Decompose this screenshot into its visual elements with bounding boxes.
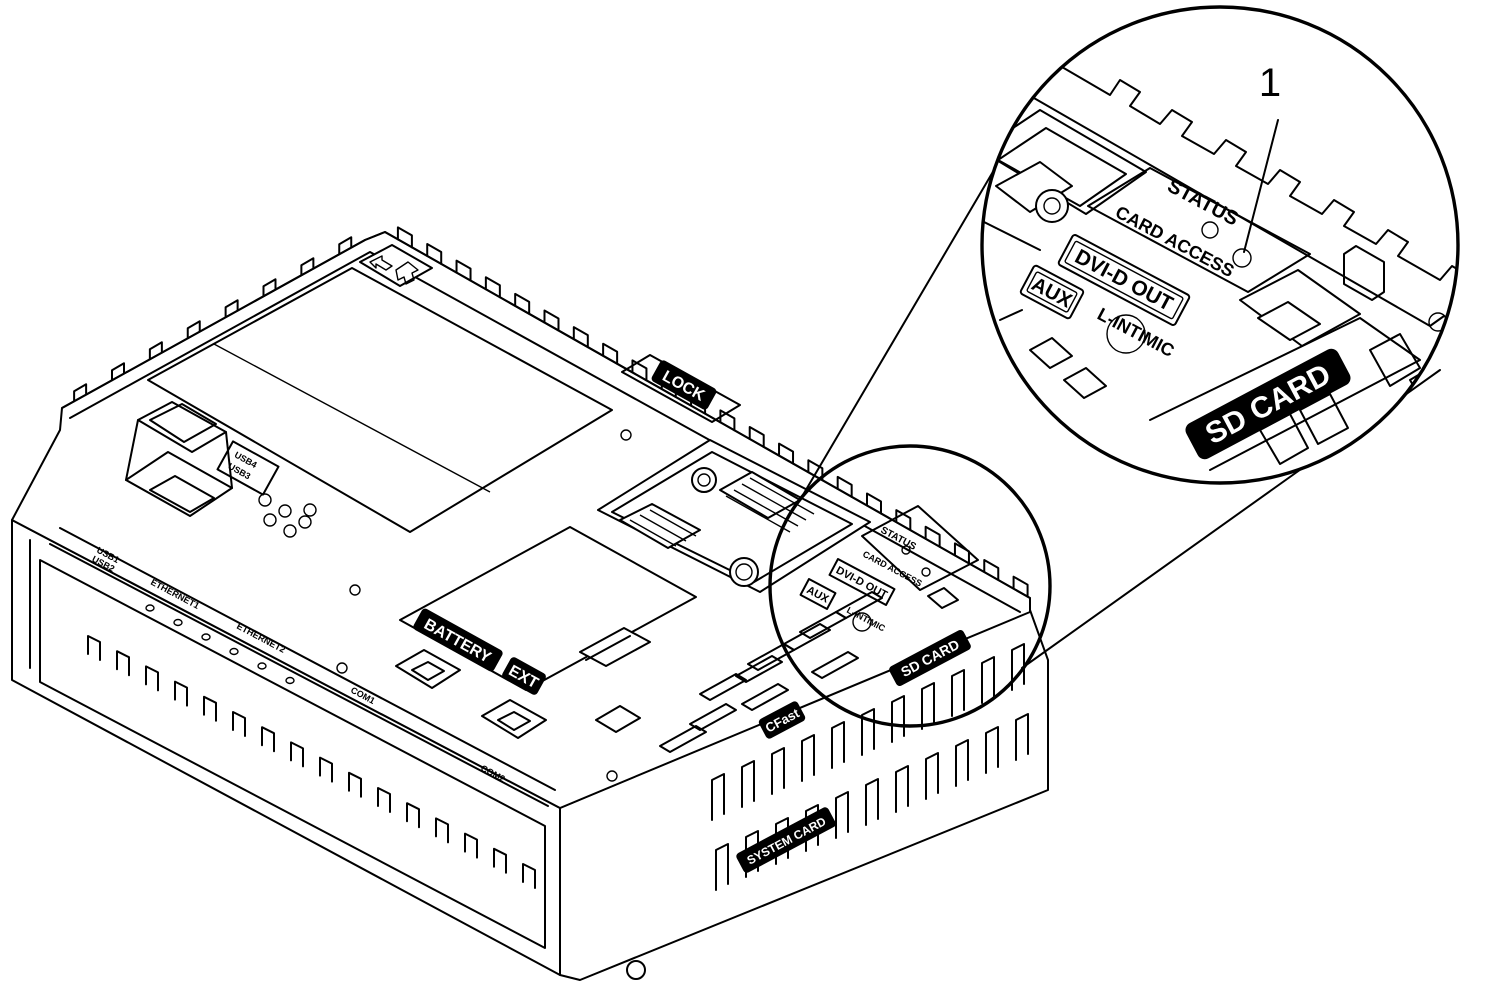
edge-tooth <box>1012 575 1029 598</box>
port-bump <box>257 662 267 670</box>
port-bump <box>173 618 183 627</box>
port-bump <box>201 633 211 641</box>
edge-tooth <box>807 459 824 482</box>
port-bump <box>145 604 155 612</box>
arrow-icon <box>359 244 433 287</box>
vent-slot <box>735 655 783 683</box>
port-slot <box>203 695 217 722</box>
side-ribs <box>711 643 1029 891</box>
device-body <box>11 231 1049 981</box>
vent-slot <box>811 651 859 679</box>
vent-slot <box>835 591 883 619</box>
edge-tooth <box>73 383 88 403</box>
port-slot <box>145 665 159 692</box>
side-rib <box>981 656 995 704</box>
port-slot <box>116 650 130 677</box>
edge-tooth <box>778 442 795 465</box>
side-rib <box>985 726 999 774</box>
edge-tooth <box>338 236 353 256</box>
edge-tooth <box>953 542 970 565</box>
side-rib <box>771 747 785 795</box>
vent-slot <box>689 703 737 731</box>
edge-tooth <box>865 492 882 515</box>
side-rib <box>741 760 755 808</box>
label-area <box>147 267 613 533</box>
side-rib <box>831 721 845 769</box>
edge-tooth <box>455 259 472 282</box>
vent-slot <box>659 725 707 753</box>
port-slot <box>493 847 507 874</box>
port-slot <box>435 817 449 844</box>
port-slot <box>406 802 420 829</box>
port-slot <box>87 635 101 661</box>
vent-slot <box>783 623 831 651</box>
side-rib <box>835 791 849 839</box>
edge-tooth <box>484 276 501 299</box>
focus-circle <box>768 444 1052 728</box>
zoom-line-top <box>799 169 995 501</box>
port-bump <box>229 647 239 656</box>
vent-slot <box>741 683 789 711</box>
magnifier: STATUS CARD ACCESS DVI-D OUT AUX L-INTIM… <box>768 5 1460 728</box>
edge-tooth <box>148 341 163 361</box>
port-slot <box>261 726 275 753</box>
edge-tooth <box>110 362 125 382</box>
edge-tooth <box>224 299 239 319</box>
callout-leader <box>1243 119 1279 253</box>
port-slot <box>348 771 362 798</box>
side-rib <box>801 734 815 782</box>
port-slot <box>522 863 536 889</box>
front-bumps <box>145 604 295 685</box>
port-slot <box>464 832 478 859</box>
side-rib <box>861 708 875 756</box>
edge-tooth <box>924 525 941 548</box>
edge-tooth <box>514 292 531 315</box>
side-rib <box>925 752 939 800</box>
edge-tooth <box>262 278 277 298</box>
edge-tooth <box>186 320 201 340</box>
zoom-circle <box>980 5 1460 485</box>
card-access-led <box>1232 248 1252 268</box>
front-port-row <box>87 635 536 889</box>
edge-tooth <box>572 326 589 349</box>
edge-tooth <box>543 309 560 332</box>
side-rib <box>891 695 905 743</box>
side-rib <box>895 765 909 813</box>
port-slot <box>319 756 333 783</box>
side-rib <box>921 682 935 730</box>
edge-tooth <box>983 559 1000 582</box>
vent-holes <box>258 493 317 538</box>
vent-slot <box>699 673 747 701</box>
side-rib <box>711 773 725 821</box>
side-rib <box>865 778 879 826</box>
edge-tooth <box>300 257 315 277</box>
side-rib <box>951 669 965 717</box>
edge-tooth <box>396 226 413 249</box>
edge-tooth <box>426 242 443 265</box>
port-slot <box>174 680 188 707</box>
port-slot <box>232 711 246 737</box>
port-slot <box>290 741 304 768</box>
edge-tooth <box>602 342 619 365</box>
port-slot <box>377 787 391 813</box>
ground-screw <box>626 960 646 980</box>
side-rib <box>955 739 969 787</box>
port-bump <box>285 676 295 685</box>
edge-tooth <box>836 475 853 498</box>
side-rib <box>1011 643 1025 691</box>
side-rib <box>715 843 729 891</box>
callout-number: 1 <box>1259 61 1281 105</box>
side-rib <box>1015 713 1029 761</box>
top-vents <box>659 591 883 753</box>
edge-tooth <box>748 425 765 448</box>
